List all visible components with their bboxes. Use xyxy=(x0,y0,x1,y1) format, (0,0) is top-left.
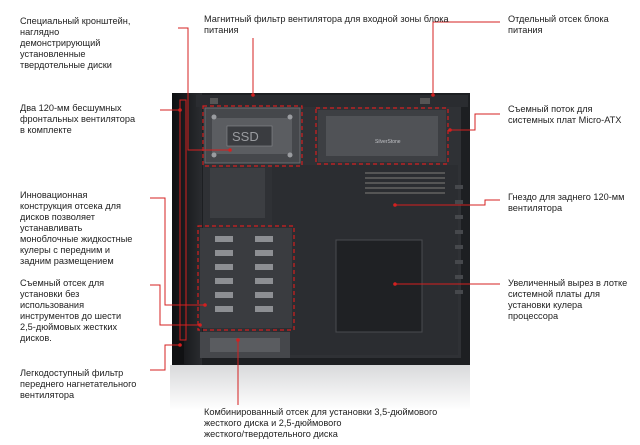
label-removable-bay: Съемный отсек для установки без использо… xyxy=(20,278,122,343)
leader-front-filter xyxy=(150,344,180,371)
label-psu-bay: Отдельный отсек блока питания xyxy=(508,14,609,35)
expansion-slots xyxy=(455,185,463,294)
label-rear-fan: Гнездо для заднего 120-мм вентилятора xyxy=(508,192,625,213)
case-reflection xyxy=(170,365,470,410)
leader-micro-atx xyxy=(450,113,500,131)
brand-mark: SilverStone xyxy=(375,139,401,145)
label-psu-filter: Магнитный фильтр вентилятора для входной… xyxy=(204,14,449,35)
leader-psu-bay xyxy=(432,21,500,95)
highlight-front-fans xyxy=(179,99,187,341)
leader-rear-fan xyxy=(395,199,500,206)
ssd-mark: SSD xyxy=(232,129,259,144)
label-micro-atx: Съемный поток для системных плат Micro-A… xyxy=(508,104,622,125)
label-combo-bay: Комбинированный отсек для установки 3,5-… xyxy=(204,407,438,439)
label-motherboard-cutout: Увеличенный вырез в лотке системной плат… xyxy=(508,278,628,321)
leader-ssd-bracket xyxy=(178,27,230,151)
highlight-ssd-bracket xyxy=(202,105,303,167)
label-ssd-bracket: Специальный кронштейн, наглядно демонстр… xyxy=(20,16,131,70)
leader-removable-bay xyxy=(150,284,200,326)
rear-vents xyxy=(365,172,445,194)
highlight-micro-atx xyxy=(315,107,449,165)
front-panel xyxy=(172,93,202,365)
label-front-fans: Два 120-мм бесшумных фронтальных вентиля… xyxy=(20,103,136,135)
highlight-drive-cage xyxy=(197,225,295,331)
label-drive-cage: Инновационная конструкция отсека для дис… xyxy=(20,190,133,266)
leader-drive-cage xyxy=(150,197,205,306)
drive-trays xyxy=(215,236,273,312)
cpu-cutout xyxy=(335,239,423,333)
label-front-filter: Легкодоступный фильтр переднего нагнетат… xyxy=(20,368,137,400)
